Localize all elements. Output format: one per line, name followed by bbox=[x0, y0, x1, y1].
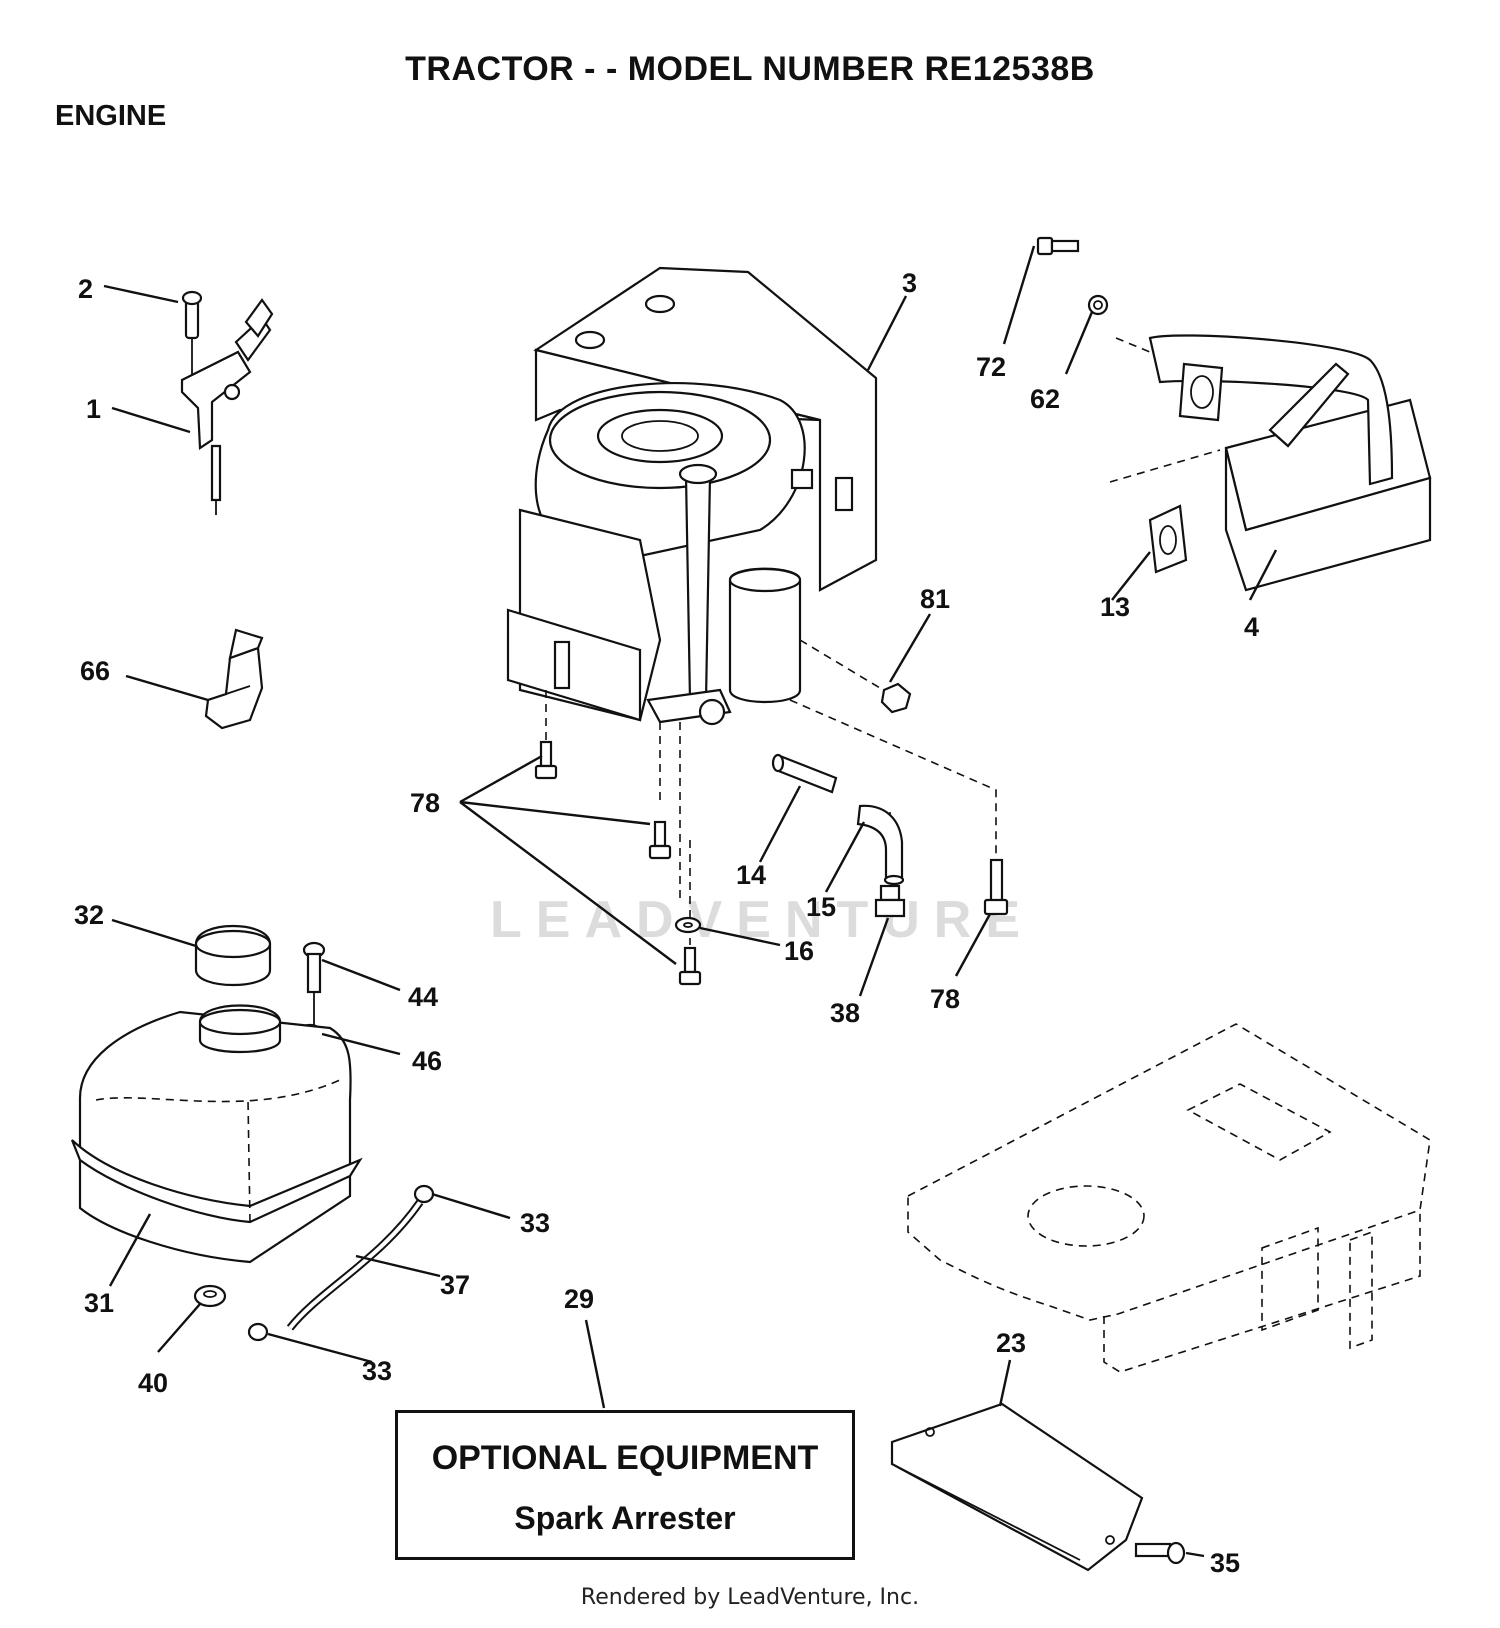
engine-part[interactable] bbox=[506, 266, 878, 726]
callout-46: 46 bbox=[412, 1046, 442, 1076]
callout-13: 13 bbox=[1100, 592, 1130, 622]
callout-2: 2 bbox=[78, 274, 93, 304]
bolt-part[interactable] bbox=[648, 820, 672, 860]
pipe-nipple-part[interactable] bbox=[771, 753, 838, 794]
callout-4: 4 bbox=[1244, 612, 1259, 642]
section-title: ENGINE bbox=[55, 100, 167, 132]
lock-washer-part[interactable] bbox=[674, 916, 702, 934]
callout-33: 33 bbox=[362, 1356, 392, 1386]
lock-washer-part[interactable] bbox=[1087, 294, 1109, 316]
callout-37: 37 bbox=[440, 1270, 470, 1300]
callout-33: 33 bbox=[520, 1208, 550, 1238]
callout-35: 35 bbox=[1210, 1548, 1240, 1578]
callout-78: 78 bbox=[930, 984, 960, 1014]
callout-31: 31 bbox=[84, 1288, 114, 1318]
fuel-cap-part[interactable] bbox=[194, 924, 272, 986]
throttle-control-part[interactable] bbox=[180, 290, 274, 515]
tractor-frame-reference bbox=[907, 1023, 1431, 1373]
bracket-part[interactable] bbox=[204, 628, 264, 730]
callout-14: 14 bbox=[736, 860, 766, 890]
hose-clamp-part[interactable] bbox=[247, 1322, 269, 1342]
callout-40: 40 bbox=[138, 1368, 168, 1398]
callout-78: 78 bbox=[410, 788, 440, 818]
elbow-fitting-part[interactable] bbox=[856, 804, 905, 886]
callout-62: 62 bbox=[1030, 384, 1060, 414]
grommet-part[interactable] bbox=[193, 1284, 227, 1308]
bolt-part[interactable] bbox=[534, 740, 558, 780]
drain-plug-part[interactable] bbox=[874, 884, 906, 918]
callout-29: 29 bbox=[564, 1284, 594, 1314]
fuel-line-part[interactable] bbox=[286, 1199, 424, 1331]
callout-72: 72 bbox=[976, 352, 1006, 382]
bolt-part[interactable] bbox=[983, 858, 1009, 916]
callout-23: 23 bbox=[996, 1328, 1026, 1358]
callout-3: 3 bbox=[902, 268, 917, 298]
callout-16: 16 bbox=[784, 936, 814, 966]
callout-81: 81 bbox=[920, 584, 950, 614]
optional-equipment-box: OPTIONAL EQUIPMENT Spark Arrester bbox=[395, 1410, 855, 1560]
hose-clamp-part[interactable] bbox=[413, 1184, 435, 1204]
optional-equipment-title: OPTIONAL EQUIPMENT bbox=[431, 1439, 819, 1477]
callout-66: 66 bbox=[80, 656, 110, 686]
optional-equipment-item: Spark Arrester bbox=[514, 1500, 736, 1536]
hex-bolt-part[interactable] bbox=[1036, 236, 1080, 256]
callout-1: 1 bbox=[86, 394, 101, 424]
callout-15: 15 bbox=[806, 892, 836, 922]
bolt-part[interactable] bbox=[678, 946, 702, 986]
footer-credit: Rendered by LeadVenture, Inc. bbox=[580, 1585, 920, 1610]
screw-part[interactable] bbox=[302, 941, 326, 994]
exhaust-gasket-part[interactable] bbox=[1148, 504, 1188, 574]
page-title: TRACTOR - - MODEL NUMBER RE12538B bbox=[405, 50, 1095, 88]
nut-part[interactable] bbox=[880, 682, 912, 714]
callout-44: 44 bbox=[408, 982, 438, 1012]
spark-arrester-part[interactable] bbox=[890, 1402, 1144, 1572]
muffler-part[interactable] bbox=[1148, 334, 1432, 592]
callout-32: 32 bbox=[74, 900, 104, 930]
callout-38: 38 bbox=[830, 998, 860, 1028]
fuel-tank-part[interactable] bbox=[70, 1004, 363, 1264]
screw-part[interactable] bbox=[1134, 1541, 1186, 1565]
